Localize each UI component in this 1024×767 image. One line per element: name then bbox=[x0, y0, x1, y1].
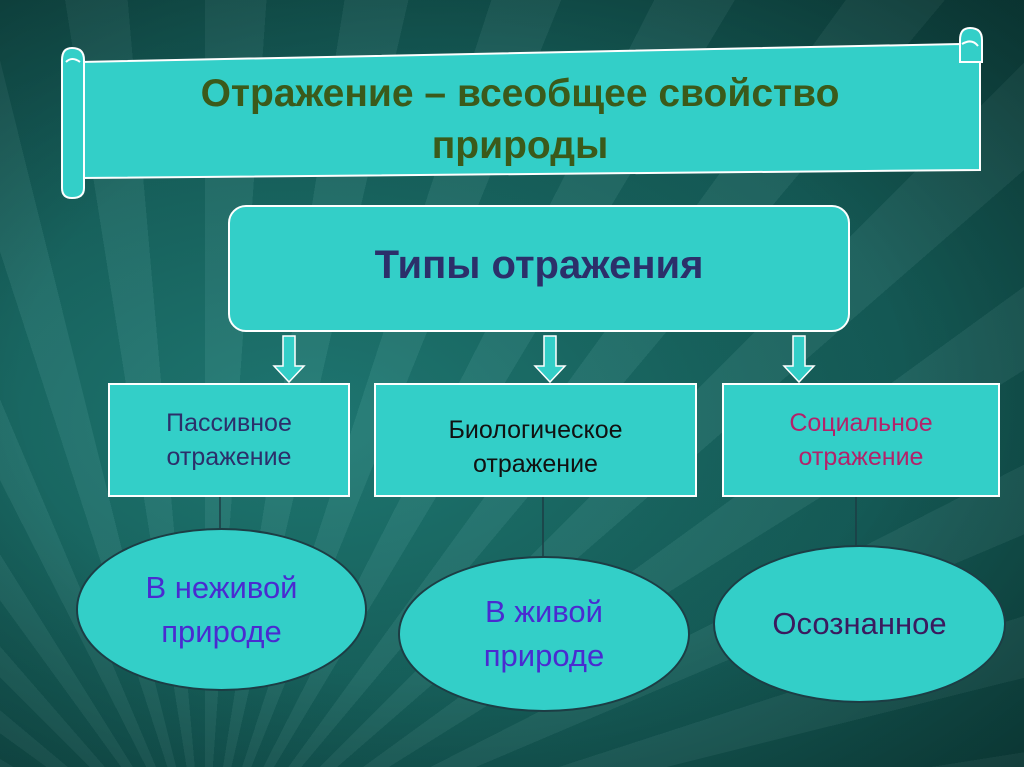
outcome-label: природе bbox=[483, 638, 605, 673]
category-box-social: Социальное отражение bbox=[722, 383, 1000, 497]
outcome-ellipse-living: В живой природе bbox=[398, 556, 690, 712]
types-box-label: Типы отражения bbox=[374, 243, 704, 287]
category-label: отражение bbox=[166, 443, 292, 471]
outcome-ellipse-conscious: Осознанное bbox=[713, 545, 1006, 703]
category-box-passive: Пассивное отражение bbox=[108, 383, 350, 497]
outcome-label: В неживой bbox=[145, 569, 298, 605]
types-box: Типы отражения bbox=[228, 205, 850, 332]
outcome-ellipse-nonliving: В неживой природе bbox=[76, 528, 367, 691]
arrow-down-icon bbox=[533, 335, 567, 384]
banner-title: Отражение – всеобщее свойство природы bbox=[100, 68, 940, 172]
outcome-label: В живой bbox=[484, 594, 603, 629]
arrow-down-icon bbox=[272, 335, 306, 384]
category-label: отражение bbox=[798, 443, 924, 471]
category-label: Биологическое bbox=[448, 416, 623, 444]
category-label: отражение bbox=[473, 450, 598, 478]
category-label: Социальное bbox=[789, 409, 933, 437]
outcome-label: природе bbox=[161, 613, 282, 649]
banner-title-line2: природы bbox=[431, 124, 609, 167]
category-label: Пассивное bbox=[166, 409, 292, 437]
outcome-label: Осознанное bbox=[772, 606, 947, 641]
banner-title-line1: Отражение – всеобщее свойство bbox=[200, 72, 840, 115]
arrow-down-icon bbox=[782, 335, 816, 384]
category-box-biological: Биологическое отражение bbox=[374, 383, 697, 497]
